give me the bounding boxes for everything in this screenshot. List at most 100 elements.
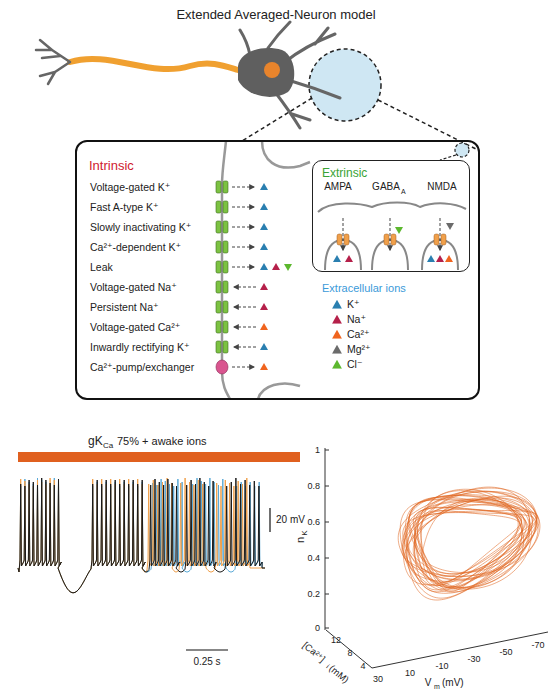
phase-trajectory [398, 487, 540, 600]
legend-swatch [332, 360, 342, 369]
receptor-name: NMDA [427, 182, 456, 192]
receptor [391, 234, 396, 245]
extrinsic-box: Extrinsic [312, 160, 470, 272]
channel-icon [216, 341, 228, 353]
legend-entry: Na⁺ [332, 314, 366, 325]
channel-name: Ca²⁺-pump/exchanger [90, 362, 194, 373]
channel-name: Fast A-type K⁺ [90, 202, 159, 213]
ion-swatch [332, 315, 342, 324]
channel-name: Inwardly rectifying K⁺ [90, 342, 190, 353]
ion-swatch [332, 300, 342, 309]
receptor [441, 234, 446, 245]
flux-arrow [232, 367, 254, 368]
channel-name: Voltage-gated K⁺ [90, 182, 170, 193]
condition-label: gK [88, 435, 103, 447]
channel-name: Leak [90, 262, 113, 273]
flux-arrow [234, 307, 256, 308]
legend-swatch [332, 300, 342, 309]
tick-label: 8 [347, 649, 352, 658]
flux-arrow [390, 218, 391, 250]
channel-icon [216, 321, 228, 333]
axis-label: (mM) [327, 663, 350, 685]
legend-text: Na⁺ [347, 314, 366, 325]
receptor-name: AMPA [324, 182, 352, 192]
scale-label: 20 mV [276, 515, 305, 525]
ion-triangle [260, 223, 268, 230]
channel-icon [216, 201, 228, 213]
ion-triangle [260, 363, 268, 370]
tick-label: 30 [373, 675, 383, 684]
tick-label: 4 [360, 662, 365, 671]
tick-label: 0.4 [307, 554, 320, 563]
subscript: m [434, 683, 440, 689]
receptor [384, 234, 389, 245]
ion-swatch [332, 330, 342, 339]
axis-label: n [295, 537, 306, 543]
ion-triangle [345, 255, 353, 262]
flux-arrow [232, 227, 254, 228]
tick-label: 0.6 [307, 518, 320, 527]
ion-triangle [260, 183, 268, 190]
pump-icon [216, 360, 228, 374]
tick-label: -30 [467, 655, 480, 664]
section-heading: Intrinsic [89, 159, 134, 172]
subscript: K [301, 530, 309, 535]
legend-text: K⁺ [347, 299, 360, 310]
axon-terminals [36, 40, 70, 84]
axis-ticks [325, 450, 329, 628]
voltage-trace [18, 478, 265, 593]
legend-entry: Cl⁻ [332, 359, 362, 370]
synapse-circle [455, 143, 469, 157]
tick-label: 0.8 [307, 482, 320, 491]
ion-triangle [284, 264, 292, 271]
flux-arrow [234, 287, 256, 288]
legend-heading: Extracellular ions [322, 283, 406, 294]
tick-label: 0.2 [307, 590, 320, 599]
channel-name: Persistent Na⁺ [90, 302, 159, 313]
figure-title: Extended Averaged-Neuron model [176, 8, 375, 21]
receptor [434, 234, 439, 245]
flux-arrow [440, 218, 441, 250]
zoom-circle [309, 49, 381, 121]
tick-label: 12 [331, 636, 341, 645]
flux-arrow [232, 187, 254, 188]
axis-label: V [425, 678, 432, 688]
channel-name: Voltage-gated Na⁺ [90, 282, 177, 293]
legend-swatch [332, 345, 342, 354]
legend-swatch [332, 315, 342, 324]
flux-arrow [232, 247, 254, 248]
ion-swatch [332, 345, 342, 354]
flux-arrow [232, 267, 254, 268]
tick-label: -10 [435, 662, 448, 671]
soma [238, 48, 294, 97]
axis-line [372, 632, 548, 668]
ion-triangle [260, 263, 268, 270]
channel-icon [216, 261, 228, 273]
ion-triangle [445, 255, 453, 262]
tick-label: 0 [315, 624, 320, 633]
channel-icon [216, 221, 228, 233]
ion-triangle [446, 223, 454, 230]
condition-label: 75% + awake ions [117, 436, 207, 447]
subscript: Ca [103, 442, 113, 450]
channel-name: Slowly inactivating K⁺ [90, 222, 191, 233]
presynaptic-terminal [318, 203, 466, 213]
tick-label: -50 [499, 648, 512, 657]
ion-triangle [260, 323, 268, 330]
ion-triangle [260, 343, 268, 350]
legend-entry: K⁺ [332, 299, 360, 310]
legend-text: Ca²⁺ [347, 329, 369, 340]
axis-label: [Ca²⁺] [301, 640, 327, 664]
ion-triangle [260, 203, 268, 210]
tick-label: 10 [405, 669, 415, 678]
channel-name: Ca²⁺-dependent K⁺ [90, 242, 181, 253]
ion-triangle [333, 255, 341, 262]
ion-triangle [436, 255, 444, 262]
flux-arrow [234, 347, 256, 348]
dendrite-outline [258, 141, 310, 399]
axis-line [325, 448, 326, 630]
section-heading: Extrinsic [322, 167, 367, 179]
channel-icon [216, 281, 228, 293]
